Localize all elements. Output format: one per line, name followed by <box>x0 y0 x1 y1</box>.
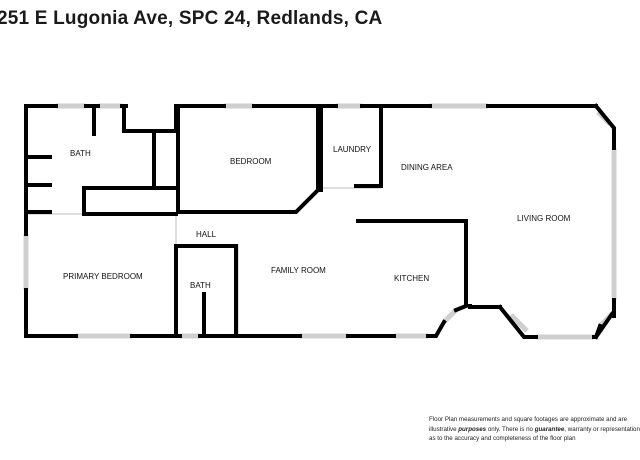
room-label-laundry: LAUNDRY <box>333 145 372 154</box>
disclaimer-emphasis-purposes: purposes <box>458 425 487 433</box>
room-label-hall: HALL <box>196 230 217 239</box>
room-label-bedroom: BEDROOM <box>230 157 272 166</box>
room-label-family-room: FAMILY ROOM <box>271 266 326 275</box>
disclaimer-line-1: Floor Plan measurements and square foota… <box>429 416 628 423</box>
room-label-kitchen: KITCHEN <box>394 274 429 283</box>
room-label-bath-top: BATH <box>70 149 91 158</box>
disclaimer-line-2: illustrative purposes only. There is no … <box>429 425 640 435</box>
disclaimer-emphasis-guarantee: guarantee <box>534 425 565 433</box>
disclaimer-line-2-end: , warranty or representation <box>564 425 640 433</box>
disclaimer-line-2-middle: only. There is no <box>486 425 535 433</box>
floor-plan-disclaimer: Floor Plan measurements and square foota… <box>429 415 640 444</box>
walls <box>24 103 616 340</box>
room-label-primary-bedroom: PRIMARY BEDROOM <box>63 272 143 281</box>
disclaimer-line-3: as to the accuracy and completeness of t… <box>429 435 576 443</box>
room-label-living-room: LIVING ROOM <box>517 214 571 223</box>
room-label-bath-bottom: BATH <box>190 281 211 290</box>
listing-address-title: 251 E Lugonia Ave, SPC 24, Redlands, CA <box>0 8 383 29</box>
room-label-dining-area: DINING AREA <box>401 163 453 172</box>
disclaimer-line-2-start: illustrative <box>429 425 459 433</box>
